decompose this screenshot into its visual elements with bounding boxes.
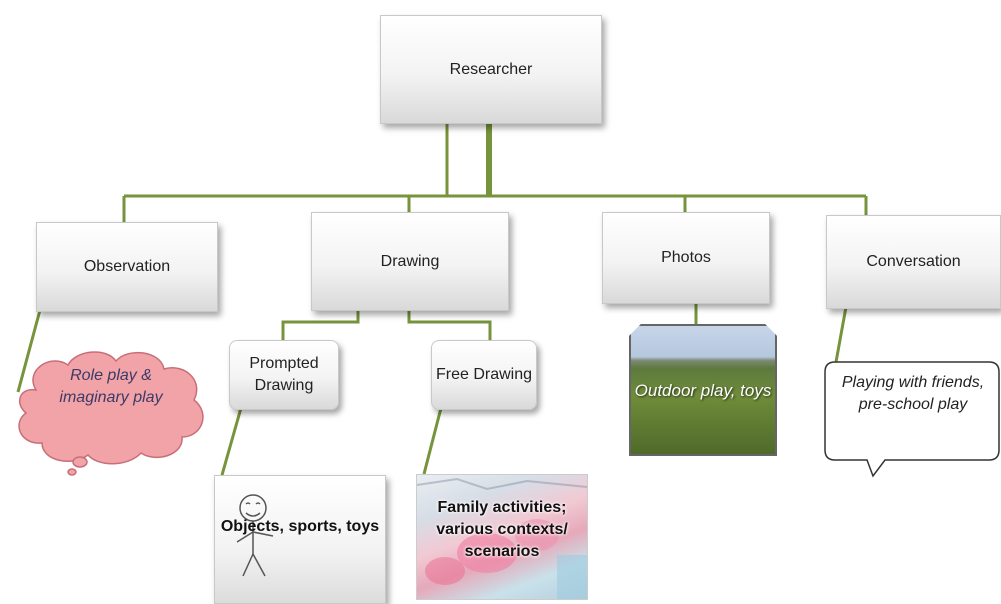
prompted-drawing-node: Prompted Drawing	[229, 340, 339, 410]
observation-label: Observation	[83, 258, 171, 275]
researcher-node: Researcher	[380, 15, 602, 124]
prompted-drawing-outcome-text: Objects, sports, toys	[220, 518, 380, 535]
photos-outcome-text: Outdoor play, toys	[634, 380, 772, 400]
link-free-photo	[422, 407, 443, 475]
link-prompted-card	[220, 407, 243, 476]
conversation-label: Conversation	[866, 253, 961, 270]
observation-outcome-cloud: Role play & imaginary play	[6, 345, 216, 480]
photos-outcome-photo: Outdoor play, toys	[629, 324, 777, 456]
conversation-outcome-bubble: Playing with friends, pre-school play	[823, 360, 1001, 480]
prompted-drawing-label: Prompted Drawing	[249, 355, 319, 394]
observation-node: Observation	[36, 222, 218, 312]
free-drawing-outcome-photo: Family activities; various contexts/ sce…	[416, 474, 588, 600]
photos-label: Photos	[661, 249, 711, 266]
speech-bubble-shape	[824, 361, 1000, 478]
prompted-drawing-outcome-card: Objects, sports, toys	[214, 475, 386, 604]
children-drawing-image	[417, 477, 587, 599]
free-drawing-node: Free Drawing	[431, 340, 537, 410]
free-drawing-outcome-text: Family activities; various contexts/ sce…	[436, 499, 568, 560]
link-observation-cloud	[16, 309, 42, 393]
conversation-outcome-text: Playing with friends, pre-school play	[841, 374, 985, 413]
link-conversation-bubble	[834, 306, 848, 363]
researcher-label: Researcher	[449, 60, 533, 78]
conversation-node: Conversation	[826, 215, 1001, 309]
drawing-label: Drawing	[380, 252, 440, 270]
stick-figure-icon	[236, 494, 274, 577]
drawing-node: Drawing	[311, 212, 509, 311]
photos-node: Photos	[602, 212, 770, 304]
branch-prompted-drawing	[281, 309, 360, 340]
thought-cloud-shape	[18, 351, 204, 476]
branch-free-drawing	[407, 309, 492, 340]
observation-outcome-text: Role play & imaginary play	[59, 367, 163, 406]
free-drawing-label: Free Drawing	[435, 366, 533, 383]
